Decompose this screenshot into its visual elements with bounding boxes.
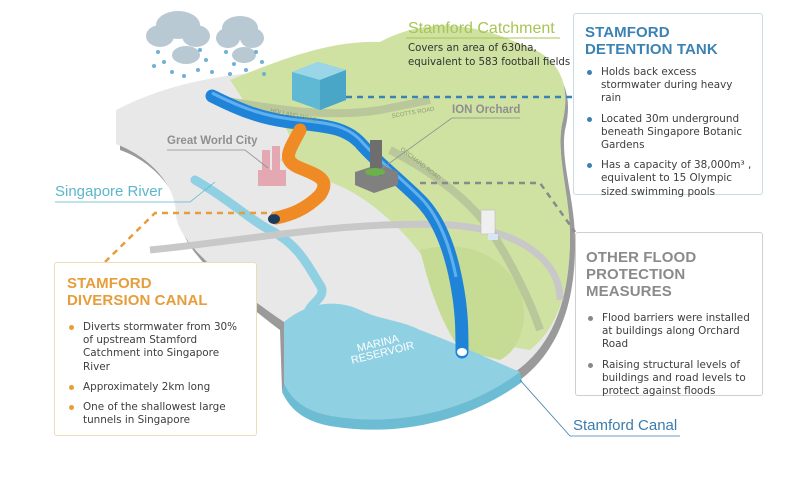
rain-drops	[152, 48, 266, 78]
bullet-icon	[587, 116, 592, 122]
diversion-connector	[104, 211, 275, 263]
diversion-canal-bullets: Diverts stormwater from 30% of upstream …	[67, 321, 246, 427]
diversion-canal-path	[269, 123, 331, 225]
list-item: Located 30m underground beneath Singapor…	[585, 113, 752, 153]
marina-reservoir-edge	[282, 372, 522, 430]
detention-tank-cube-icon	[292, 62, 346, 110]
catchment-title: Stamford Catchment	[408, 20, 555, 37]
stamford-canal-label: Stamford Canal	[573, 417, 678, 434]
canal-outlet	[457, 348, 467, 356]
bullet-icon	[588, 316, 593, 321]
rain-cloud-icon	[146, 11, 264, 64]
bullet-icon	[587, 70, 592, 75]
list-item: Holds back excess stormwater during heav…	[585, 66, 752, 106]
orchard-building	[480, 209, 498, 240]
road-ring	[149, 220, 564, 301]
diversion-outlet	[268, 214, 280, 224]
bullet-icon	[587, 163, 592, 169]
list-item: Approximately 2km long	[67, 381, 246, 394]
singapore-river	[190, 175, 327, 325]
great-world-city-label: Great World City	[167, 135, 258, 147]
stamford-canal-highlight	[211, 91, 458, 278]
bullet-icon	[69, 405, 74, 411]
bullet-icon	[69, 384, 74, 390]
ion-orchard-label: ION Orchard	[452, 104, 521, 116]
list-item: Has a capacity of 38,000m³ , equivalent …	[585, 159, 752, 199]
land-green-south	[420, 246, 524, 360]
ion-leader	[379, 117, 520, 171]
marina-reservoir	[284, 303, 520, 420]
river-leader	[55, 181, 216, 203]
gwc-leader	[167, 149, 269, 169]
other-measures-bullets: Flood barriers were installed at buildin…	[586, 312, 752, 398]
canal-leader	[519, 379, 680, 437]
singapore-river-label: Singapore River	[55, 183, 163, 200]
list-item: Raising structural levels of buildings a…	[586, 359, 752, 399]
list-item: One of the shallowest large tunnels in S…	[67, 401, 246, 427]
list-item: Flood barriers were installed at buildin…	[586, 312, 752, 352]
ion-orchard-building	[355, 140, 398, 193]
bullet-icon	[69, 325, 74, 330]
detention-tank-bullets: Holds back excess stormwater during heav…	[585, 66, 752, 199]
bullet-icon	[588, 362, 593, 368]
catchment-description: Covers an area of 630ha, equivalent to 5…	[408, 43, 571, 68]
list-item: Diverts stormwater from 30% of upstream …	[67, 321, 246, 374]
